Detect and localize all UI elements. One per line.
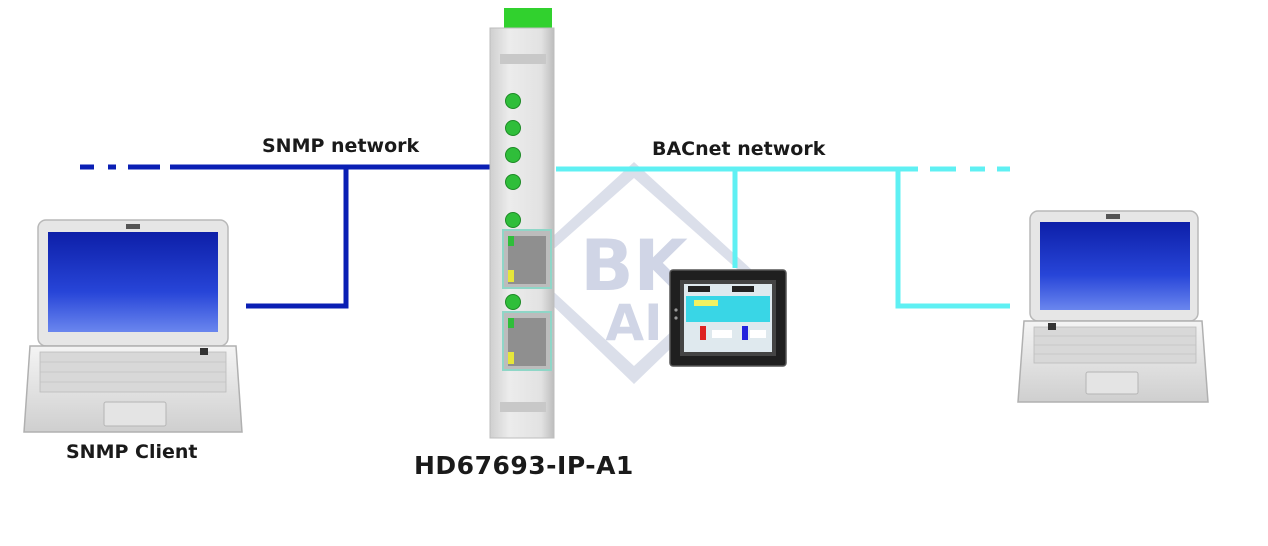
- laptop-screen: [1040, 222, 1190, 310]
- bacnet-client-laptop: [1017, 210, 1209, 403]
- power-connector: [504, 8, 552, 30]
- bacnet-network-label: BACnet network: [652, 138, 826, 160]
- gateway-device: [489, 8, 555, 439]
- device-model-label: HD67693-IP-A1: [414, 451, 634, 480]
- snmp-network-label: SNMP network: [262, 135, 420, 157]
- snmp-client-label: SNMP Client: [66, 441, 198, 463]
- touchpad: [1085, 371, 1139, 395]
- watermark-text-bottom: AI: [605, 294, 662, 352]
- touchpad: [103, 401, 167, 427]
- snmp-network-line: [80, 164, 490, 309]
- hmi-touch-panel: [669, 269, 787, 367]
- status-leds: [505, 93, 521, 310]
- snmp-client-laptop: [23, 219, 243, 433]
- watermark: BK AI: [516, 162, 752, 384]
- bacnet-network-line: [556, 166, 1010, 309]
- ethernet-port-2: [502, 311, 552, 371]
- laptop-screen: [48, 232, 218, 332]
- ethernet-port-1: [502, 229, 552, 289]
